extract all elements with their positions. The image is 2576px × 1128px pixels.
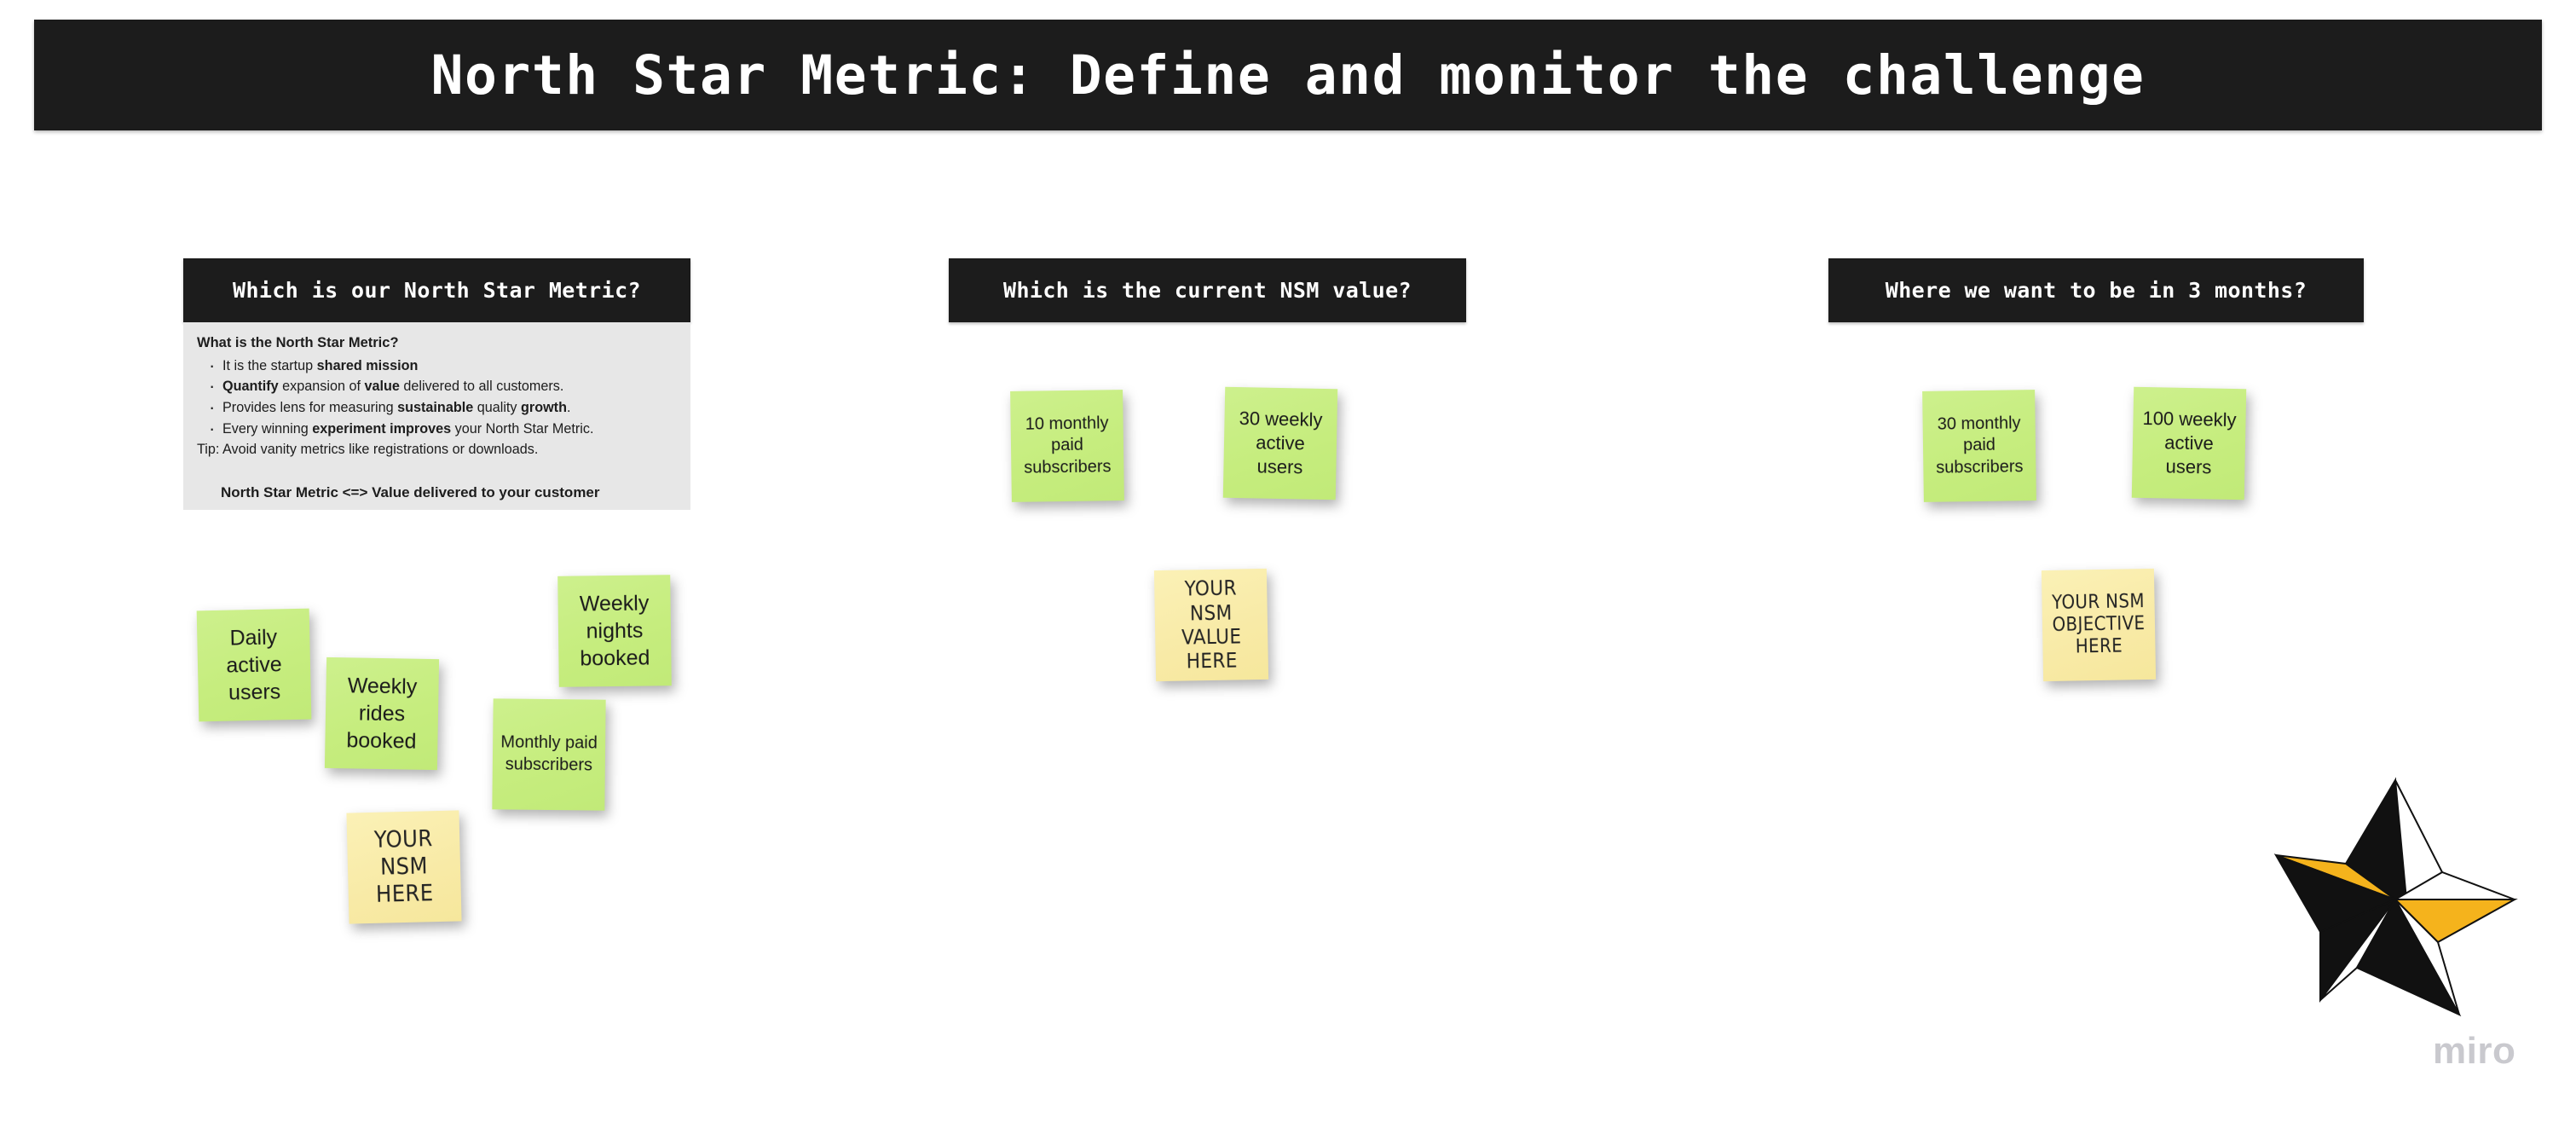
panel-header-current-nsm-value: Which is the current NSM value? (949, 258, 1466, 322)
page-title: North Star Metric: Define and monitor th… (430, 43, 2146, 107)
nautical-star-icon (2273, 777, 2518, 1017)
sticky-note-text: Monthly paid subscribers (500, 732, 598, 775)
info-box-what-is-nsm: What is the North Star Metric? It is the… (183, 322, 690, 510)
sticky-note-text: 30 monthly paid subscribers (1936, 413, 2024, 477)
panel-header-three-month-goal: Where we want to be in 3 months? (1828, 258, 2364, 322)
info-box-tip: Tip: Avoid vanity metrics like registrat… (197, 442, 539, 458)
sticky-note-text: Weekly nights booked (579, 591, 650, 671)
info-box-bullet-item: It is the startup shared mission (209, 355, 677, 377)
sticky-note[interactable]: Daily active users (196, 608, 312, 722)
info-box-bullet-list: It is the startup shared mission Quantif… (197, 355, 677, 440)
info-box-heading: What is the North Star Metric? (197, 335, 399, 350)
info-box-equation: North Star Metric <=> Value delivered to… (221, 483, 600, 500)
sticky-note-placeholder[interactable]: YOUR NSM OBJECTIVE HERE (2041, 568, 2157, 682)
panel-header-label: Which is the current NSM value? (1003, 278, 1412, 303)
sticky-note-placeholder[interactable]: YOUR NSM VALUE HERE (1153, 568, 1269, 682)
page-title-bar: North Star Metric: Define and monitor th… (34, 20, 2542, 130)
sticky-note[interactable]: Weekly nights booked (557, 575, 672, 687)
panel-header-label: Which is our North Star Metric? (233, 278, 641, 303)
sticky-note[interactable]: 100 weekly active users (2131, 386, 2247, 500)
sticky-note[interactable]: 10 monthly paid subscribers (1010, 390, 1124, 502)
miro-wordmark: miro (2433, 1030, 2516, 1072)
sticky-note-placeholder[interactable]: YOUR NSM HERE (346, 810, 462, 924)
sticky-note-text: 30 weekly active users (1239, 407, 1323, 478)
sticky-note[interactable]: 30 monthly paid subscribers (1922, 390, 2036, 502)
sticky-note-text: YOUR NSM VALUE HERE (1181, 576, 1242, 674)
sticky-note-text: YOUR NSM HERE (373, 825, 434, 908)
panel-header-label: Where we want to be in 3 months? (1885, 278, 2307, 303)
sticky-note[interactable]: Monthly paid subscribers (492, 698, 606, 811)
sticky-note[interactable]: Weekly rides booked (324, 657, 440, 771)
info-box-bullet-item: Every winning experiment improves your N… (209, 418, 677, 440)
sticky-note[interactable]: 30 weekly active users (1222, 386, 1338, 500)
sticky-note-text: 100 weekly active users (2142, 407, 2237, 478)
info-box-bullet-item: Quantify expansion of value delivered to… (209, 375, 677, 397)
sticky-note-text: 10 monthly paid subscribers (1024, 413, 1112, 477)
panel-header-north-star-metric: Which is our North Star Metric? (183, 258, 690, 322)
sticky-note-text: YOUR NSM OBJECTIVE HERE (2052, 591, 2146, 658)
sticky-note-text: Daily active users (226, 625, 282, 705)
sticky-note-text: Weekly rides booked (346, 674, 418, 754)
info-box-bullet-item: Provides lens for measuring sustainable … (209, 396, 677, 419)
